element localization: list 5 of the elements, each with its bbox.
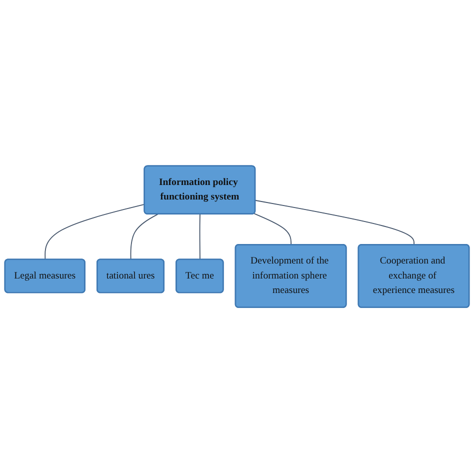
connector [44,204,146,260]
connector [130,214,158,260]
connector [199,214,200,260]
connector [254,213,292,246]
connector [254,200,415,246]
